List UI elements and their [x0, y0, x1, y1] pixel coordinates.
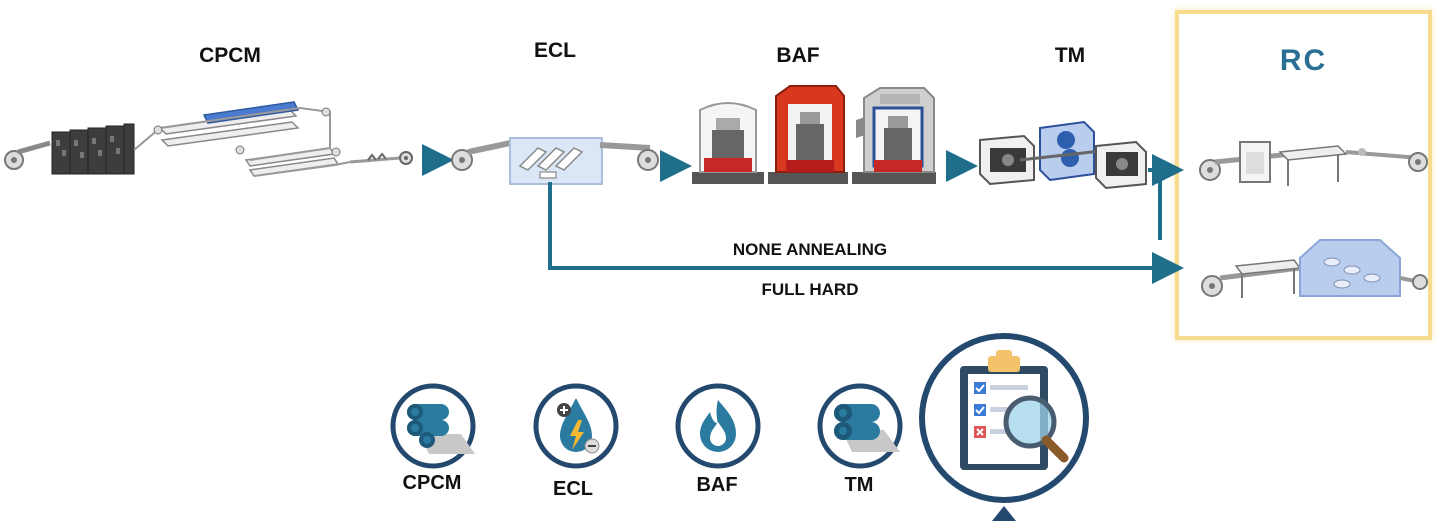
rc-line-1-illustration	[1199, 141, 1428, 186]
nav-item-rc-active[interactable]	[918, 330, 1094, 521]
cpcm-machine-illustration	[4, 101, 413, 177]
nav-label-baf: BAF	[696, 474, 738, 496]
rc-line-2-illustration	[1201, 239, 1428, 298]
route-label-none-annealing: NONE ANNEALING	[732, 240, 888, 259]
stage-title-tm: TM	[1054, 44, 1086, 67]
stage-title-baf: BAF	[776, 44, 820, 67]
nav-item-ecl[interactable]: ECL	[528, 380, 638, 510]
rolls-icon	[817, 383, 903, 469]
baf-furnaces-illustration	[692, 85, 936, 184]
bypass-route-line	[548, 182, 1184, 284]
rolls-icon	[390, 383, 476, 469]
nav-label-tm: TM	[844, 474, 874, 496]
stage-title-rc: RC	[1279, 44, 1328, 77]
electrolyte-drop-icon	[533, 383, 619, 469]
nav-label-ecl: ECL	[553, 478, 593, 500]
stage-title-cpcm: CPCM	[199, 44, 261, 67]
fork-arrow	[1148, 154, 1184, 240]
flame-icon	[675, 383, 761, 469]
ecl-machine-illustration	[451, 137, 659, 185]
nav-item-cpcm[interactable]: CPCM	[385, 378, 495, 508]
tm-machine-illustration	[979, 120, 1147, 190]
nav-item-baf[interactable]: BAF	[670, 378, 780, 508]
nav-item-tm[interactable]: TM	[812, 378, 922, 508]
route-label-full-hard: FULL HARD	[761, 280, 859, 299]
nav-label-cpcm: CPCM	[402, 472, 462, 494]
inspection-clipboard-icon	[919, 333, 1089, 521]
stage-title-ecl: ECL	[534, 39, 576, 62]
